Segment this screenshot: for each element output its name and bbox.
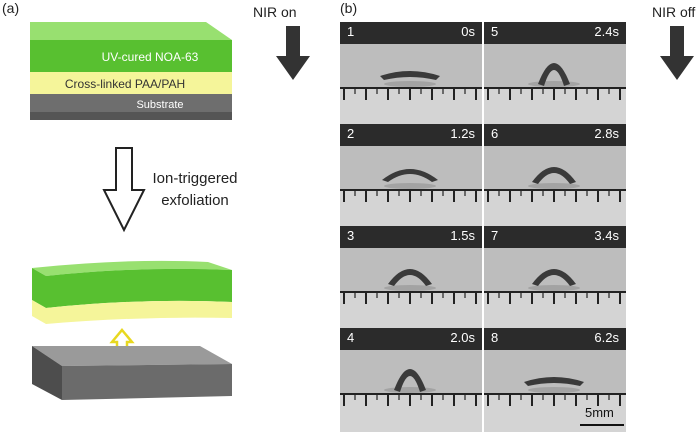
- film-shape: [538, 63, 570, 86]
- frame-time: 1.2s: [450, 126, 475, 141]
- frame-image: [340, 226, 482, 330]
- video-frame-8: 8 6.2s: [484, 328, 626, 432]
- film-shape: [524, 377, 584, 386]
- nir-off-arrow-icon: [660, 26, 694, 80]
- frame-image: [340, 328, 482, 432]
- yellow-layer: [30, 72, 232, 94]
- process-caption-line2: exfoliation: [161, 192, 229, 209]
- layer-label-top: UV-cured NOA-63: [102, 50, 199, 64]
- scale-bar-label: 5mm: [585, 405, 614, 420]
- film-shape: [380, 71, 440, 80]
- exfoliation-arrow: [102, 147, 146, 233]
- frame-time: 3.4s: [594, 228, 619, 243]
- video-frame-5: 5 2.4s: [484, 22, 626, 126]
- exfoliated-film: [32, 260, 232, 324]
- frame-time: 0s: [461, 24, 475, 39]
- video-frame-1: 1 0s: [340, 22, 482, 126]
- nir-on-label: NIR on: [253, 4, 297, 20]
- frame-image: [484, 124, 626, 228]
- substrate-bottom: [30, 112, 232, 120]
- substrate-layer: [30, 94, 232, 112]
- layer-label-bottom: Substrate: [136, 99, 183, 111]
- frame-number: 3: [347, 228, 355, 243]
- film-shape: [388, 269, 432, 286]
- scale-bar: [580, 424, 624, 426]
- nir-on-arrow-icon: [276, 26, 310, 80]
- frame-image: [484, 226, 626, 330]
- video-frame-3: 3 1.5s: [340, 226, 482, 330]
- detached-substrate: [32, 346, 232, 400]
- frame-number: 1: [347, 24, 355, 39]
- video-frame-7: 7 3.4s: [484, 226, 626, 330]
- process-caption: Ion-triggered exfoliation: [140, 168, 250, 212]
- frame-number: 7: [491, 228, 499, 243]
- green-top-face: [30, 22, 232, 40]
- frame-time: 2.0s: [450, 330, 475, 345]
- film-shape: [394, 369, 426, 392]
- video-frame-6: 6 2.8s: [484, 124, 626, 228]
- frame-image: [340, 22, 482, 126]
- film-shape: [532, 167, 576, 184]
- frame-number: 2: [347, 126, 355, 141]
- frame-number: 4: [347, 330, 355, 345]
- film-shape: [532, 269, 576, 286]
- frame-number: 8: [491, 330, 499, 345]
- frame-image: [340, 124, 482, 228]
- panel-a-label: (a): [2, 0, 20, 16]
- panel-a-figure: UV-cured NOA-63 Cross-linked PAA/PAH Sub…: [30, 22, 232, 400]
- film-shape: [382, 169, 438, 182]
- video-frame-2: 2 1.2s: [340, 124, 482, 228]
- frame-image: [484, 328, 626, 432]
- layer-label-middle: Cross-linked PAA/PAH: [65, 77, 185, 91]
- green-front-face: [30, 40, 232, 72]
- frame-image: [484, 22, 626, 126]
- frame-time: 6.2s: [594, 330, 619, 345]
- frame-time: 1.5s: [450, 228, 475, 243]
- frame-number: 5: [491, 24, 499, 39]
- video-frame-4: 4 2.0s: [340, 328, 482, 432]
- frame-time: 2.8s: [594, 126, 619, 141]
- frame-number: 6: [491, 126, 499, 141]
- process-caption-line1: Ion-triggered: [152, 170, 238, 187]
- frame-time: 2.4s: [594, 24, 619, 39]
- stacked-block: [30, 22, 232, 120]
- nir-off-label: NIR off: [652, 4, 696, 20]
- panel-b-label: (b): [340, 0, 358, 16]
